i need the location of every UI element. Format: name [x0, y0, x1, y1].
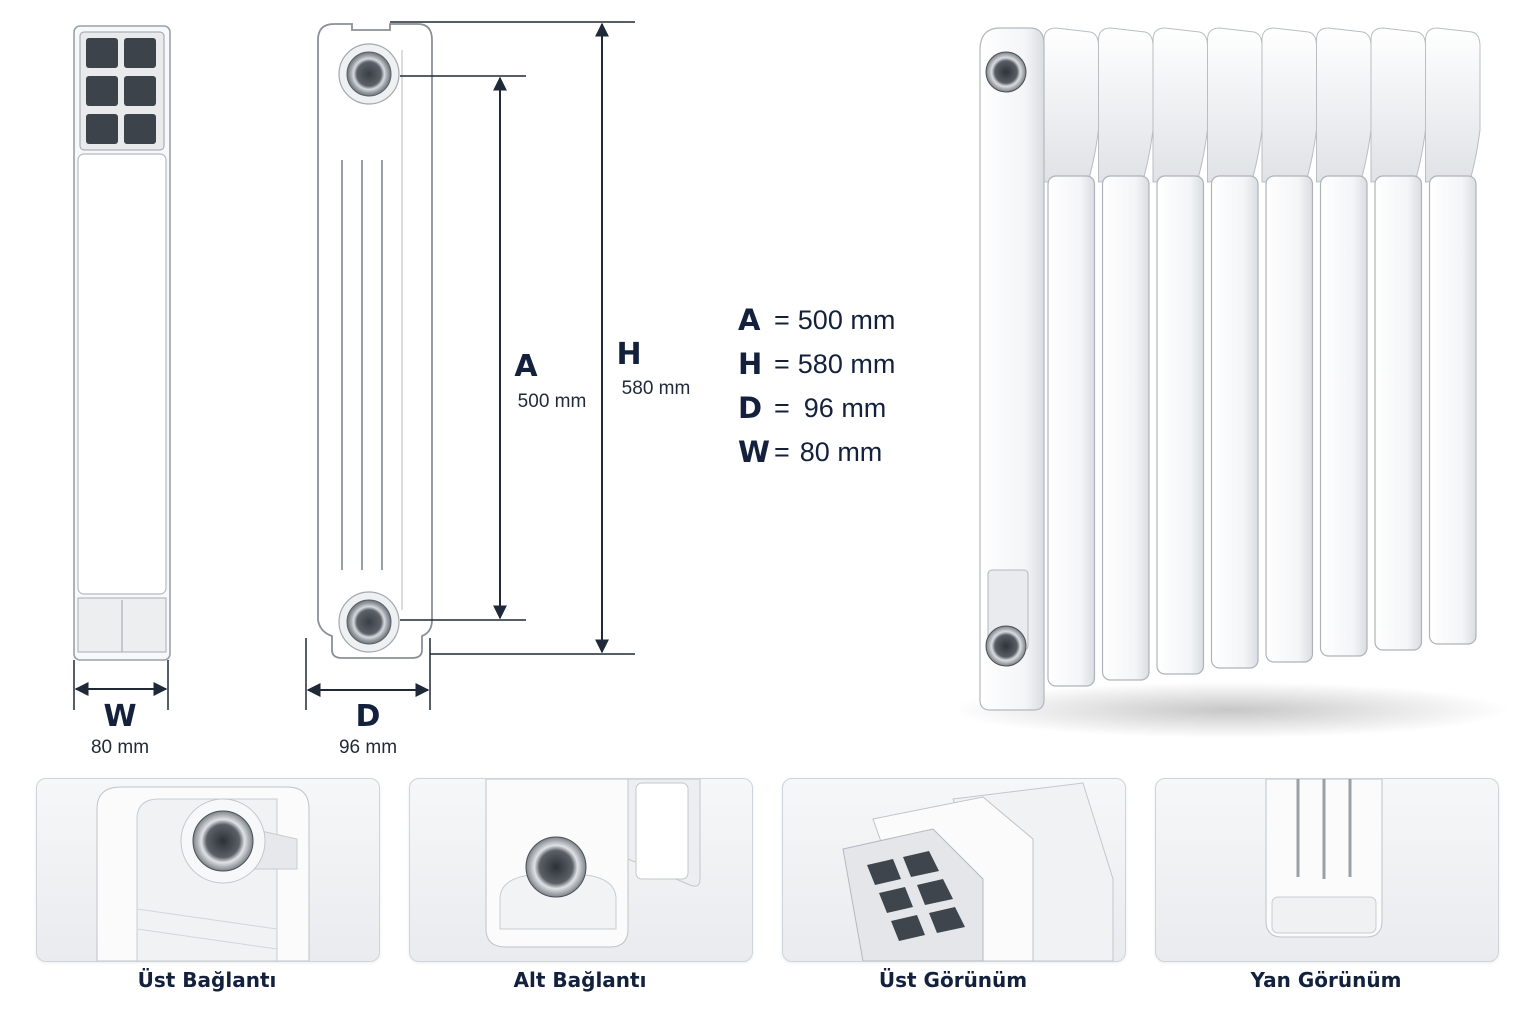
caption-top-connection: Üst Bağlantı [137, 968, 277, 992]
spec-equals: = [774, 348, 790, 379]
spec-value: 500 mm [797, 304, 896, 335]
radiator-section-panel [1428, 175, 1477, 645]
radiator-section-panel [1101, 175, 1150, 681]
top-port-icon [346, 51, 392, 97]
radiator-section-top [1152, 27, 1208, 183]
width-letter: W [103, 699, 137, 734]
caption-side-view: Yan Görünüm [1250, 968, 1402, 992]
outlet-fitting-icon [985, 625, 1027, 667]
side-view-drawing [73, 25, 171, 710]
spec-row-a: A = 500 mm [738, 302, 895, 338]
spec-row-w: W = 80 mm [738, 434, 882, 470]
detail-card-bottom-connection [409, 778, 753, 962]
radiator-section-panel [1265, 175, 1314, 663]
depth-value: 96 mm [338, 737, 398, 758]
detail-card-top-view [782, 778, 1126, 962]
radiator-section-panel [1210, 175, 1259, 669]
radiator-section-top [1098, 27, 1154, 183]
caption-bottom-connection: Alt Bağlantı [513, 968, 647, 992]
radiator-section-top [1043, 27, 1099, 183]
inlet-fitting-icon [985, 51, 1027, 93]
radiator-section-panel [1374, 175, 1423, 651]
spec-equals: = [774, 304, 790, 335]
spec-equals: = [774, 392, 790, 423]
radiator-section-top [1261, 27, 1317, 183]
caption-top-view: Üst Görünüm [878, 968, 1028, 992]
radiator-section-top [1370, 27, 1426, 183]
spec-letter: A [738, 303, 761, 337]
spec-row-h: H = 580 mm [738, 346, 895, 382]
spec-value: 580 mm [797, 348, 896, 379]
radiator-section-panel [1047, 175, 1096, 687]
bottom-port-icon [346, 599, 392, 645]
axis-distance-value: 500 mm [517, 391, 587, 412]
top-connection-fitting-icon [192, 810, 254, 872]
detail-card-side-view [1155, 778, 1499, 962]
height-value: 580 mm [621, 378, 691, 399]
radiator-section-top [1207, 27, 1263, 183]
spec-letter: H [738, 347, 763, 381]
spec-value: 96 mm [803, 392, 887, 423]
spec-equals: = [774, 436, 790, 467]
front-view-drawing [305, 21, 635, 710]
radiator-section-top [1316, 27, 1372, 183]
width-value: 80 mm [90, 737, 150, 758]
depth-letter: D [355, 699, 381, 734]
radiator-3d-view [960, 27, 1510, 738]
bottom-connection-fitting-icon [525, 836, 587, 898]
spec-row-d: D = 96 mm [738, 390, 886, 426]
spec-letter: W [738, 435, 770, 469]
spec-letter: D [738, 391, 763, 425]
radiator-section-panel [1156, 175, 1205, 675]
detail-card-top-connection [36, 778, 380, 962]
spec-value: 80 mm [799, 436, 883, 467]
radiator-section-panel [1319, 175, 1368, 657]
height-letter: H [616, 337, 642, 372]
width-dimension-line [74, 682, 168, 696]
axis-distance-letter: A [514, 349, 538, 384]
radiator-section-top [1425, 27, 1481, 183]
